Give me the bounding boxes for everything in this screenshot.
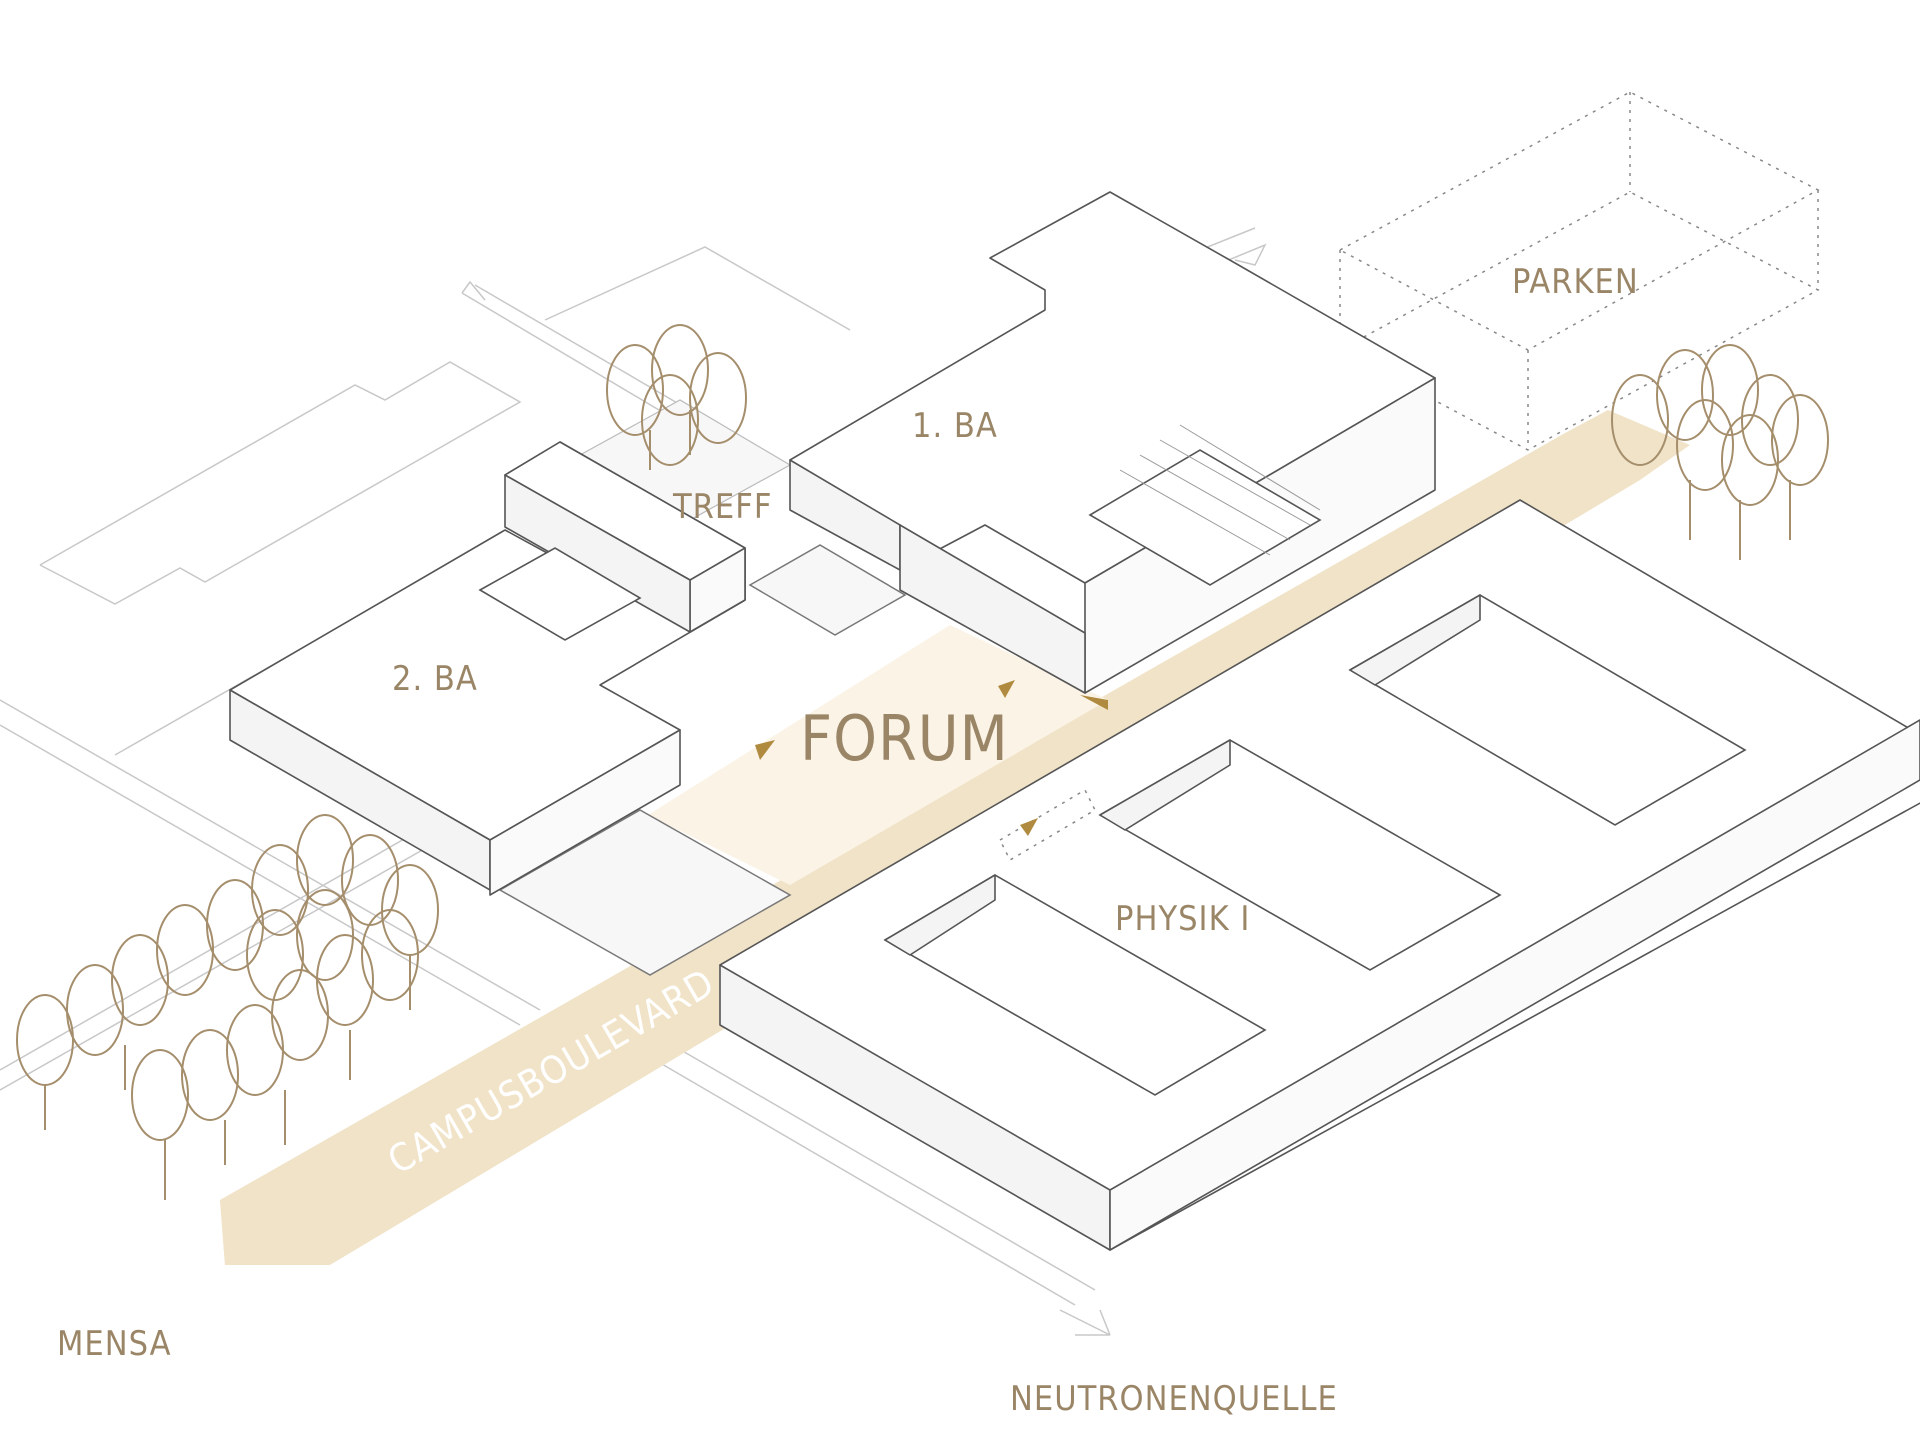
arrow-neutronenquelle	[1059, 1309, 1111, 1336]
road-line	[0, 699, 541, 1011]
stair-strips	[498, 399, 907, 976]
label-2ba: 2. BA	[392, 659, 478, 699]
label-neutronenquelle: NEUTRONENQUELLE	[1010, 1379, 1338, 1419]
trees-mensa	[16, 814, 439, 1200]
ground-line-top	[544, 246, 851, 331]
entrance-markers	[755, 680, 1108, 836]
label-treff: TREFF	[672, 487, 772, 527]
road-line	[0, 839, 441, 1091]
boulevard-arrowhead	[220, 1200, 330, 1265]
building-2ba	[229, 441, 746, 896]
trees-treff	[606, 324, 747, 470]
forum-floor	[648, 625, 1108, 885]
road-line	[0, 724, 521, 1026]
arrow-top-left	[461, 280, 486, 301]
road-line	[0, 829, 421, 1071]
building-1ba-terraces	[1119, 424, 1321, 556]
label-1ba: 1. BA	[912, 406, 998, 446]
neighbour-building-outline	[39, 361, 522, 605]
trees-parken	[1611, 344, 1829, 560]
building-1ba-roof	[789, 191, 1436, 584]
road-line	[654, 1059, 1076, 1306]
label-mensa: MENSA	[57, 1324, 172, 1364]
label-physik: PHYSIK I	[1115, 899, 1250, 939]
label-parken: PARKEN	[1512, 262, 1639, 302]
physik-entrance-ghost	[999, 788, 1096, 862]
label-campusboulevard: CAMPUSBOULEVARD	[381, 960, 722, 1183]
label-forum: FORUM	[800, 702, 1009, 775]
building-1ba	[789, 191, 1436, 694]
building-physik	[719, 499, 1920, 1251]
arrow-neutronenquelle	[1099, 1309, 1111, 1336]
road-line	[654, 1034, 1096, 1291]
